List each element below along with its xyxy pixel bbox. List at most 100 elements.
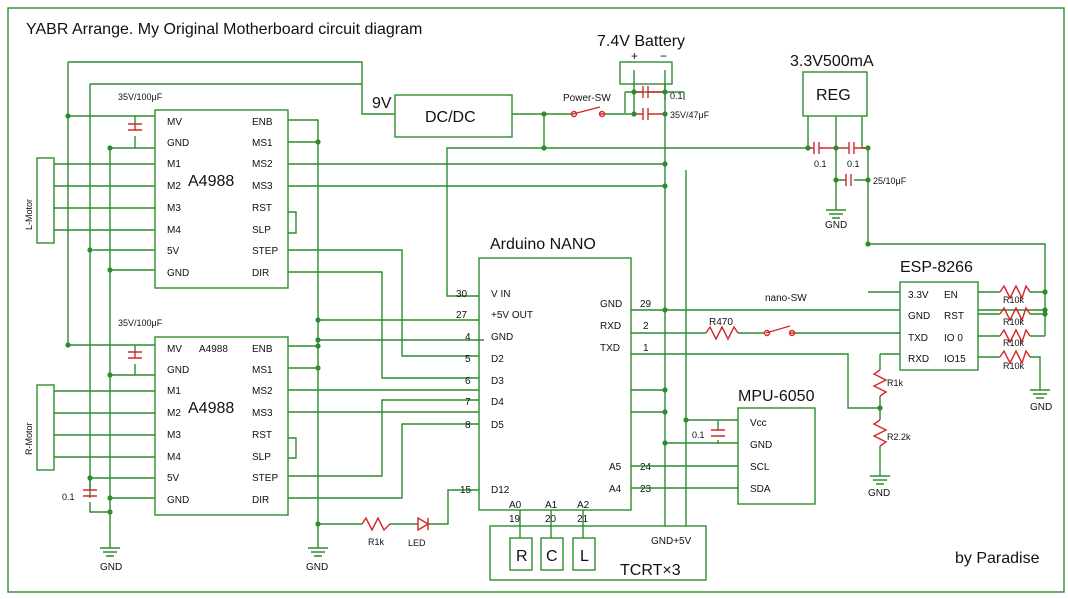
db-pin-m1: M1 bbox=[167, 386, 181, 397]
tcrt-c-cell bbox=[540, 537, 564, 571]
nano-pin30: 30 bbox=[456, 289, 468, 300]
battery-cap-small: 0.1 bbox=[670, 91, 683, 101]
nano-a0: A0 bbox=[509, 500, 522, 511]
tcrt-r: R bbox=[516, 548, 528, 565]
db-pin-gnd2: GND bbox=[167, 495, 189, 506]
db-cap-bottom: 0.1 bbox=[62, 492, 75, 502]
dt-pin-m1: M1 bbox=[167, 159, 181, 170]
reg-cap2-icon bbox=[836, 142, 868, 154]
esp-r4: R10k bbox=[1003, 361, 1025, 371]
gnd-left-icon bbox=[100, 520, 120, 557]
esp-io0: IO 0 bbox=[944, 333, 963, 344]
nano-pin5: 5 bbox=[465, 354, 471, 365]
esp-r4-icon bbox=[999, 349, 1031, 365]
db-pin-5v: 5V bbox=[167, 473, 180, 484]
driver-bottom bbox=[154, 336, 289, 516]
tcrt-l: L bbox=[580, 548, 589, 565]
esp-box bbox=[899, 281, 979, 371]
nano-d3: D3 bbox=[491, 376, 504, 387]
dt-pin-gnd: GND bbox=[167, 138, 189, 149]
db-pin-ms3: MS3 bbox=[252, 408, 273, 419]
diagram-title: YABR Arrange. My Original Motherboard ci… bbox=[26, 21, 422, 38]
nano-rxd: RXD bbox=[600, 321, 621, 332]
esp-r2: R10k bbox=[1003, 317, 1025, 327]
reg-cap1-icon bbox=[808, 142, 836, 154]
esp-gnd: GND bbox=[908, 311, 930, 322]
tcrt-r-cell bbox=[509, 537, 533, 571]
reg-cap3-icon bbox=[845, 174, 852, 186]
nano-pin23: 23 bbox=[640, 484, 652, 495]
db-pin-gnd: GND bbox=[167, 365, 189, 376]
nano-txd: TXD bbox=[600, 343, 620, 354]
reg-gnd: GND bbox=[825, 220, 847, 231]
mpu-cap: 0.1 bbox=[692, 430, 705, 440]
reg-title: 3.3V500mA bbox=[790, 53, 874, 70]
battery-cap-big: 35V/47μF bbox=[670, 110, 710, 120]
nano-a1: A1 bbox=[545, 500, 558, 511]
dt-pin-mv: MV bbox=[167, 117, 182, 128]
battery-minus: − bbox=[660, 49, 667, 63]
mpu-sda: SDA bbox=[750, 484, 771, 495]
dcdc-label: DC/DC bbox=[425, 109, 476, 126]
esp-r2-icon bbox=[999, 306, 1031, 322]
driver-bottom-small-label: A4988 bbox=[199, 344, 228, 355]
esp-r1: R10k bbox=[1003, 295, 1025, 305]
nano-gnd-r: GND bbox=[600, 299, 622, 310]
dt-pin-dir: DIR bbox=[252, 268, 269, 279]
dt-pin-slp: SLP bbox=[252, 225, 271, 236]
nano-pin7: 7 bbox=[465, 397, 471, 408]
esp-r22k: R2.2k bbox=[887, 432, 911, 442]
battery-label: 7.4V Battery bbox=[597, 33, 685, 50]
dt-pin-enb: ENB bbox=[252, 117, 273, 128]
driver-top-cap: 35V/100μF bbox=[118, 92, 163, 102]
esp-div-gnd-icon bbox=[870, 475, 890, 485]
esp-r3: R10k bbox=[1003, 338, 1025, 348]
nano-pin29: 29 bbox=[640, 299, 652, 310]
db-pin-rst: RST bbox=[252, 430, 272, 441]
db-pin-ms2: MS2 bbox=[252, 386, 273, 397]
l-motor-label: L-Motor bbox=[24, 199, 34, 230]
esp-r1-icon bbox=[999, 284, 1031, 300]
tcrt-c: C bbox=[546, 548, 558, 565]
db-pin-ms1: MS1 bbox=[252, 365, 273, 376]
esp-rxd: RXD bbox=[908, 354, 929, 365]
nano-d4: D4 bbox=[491, 397, 504, 408]
nano-pin4: 4 bbox=[465, 332, 471, 343]
nano-pin19: 19 bbox=[509, 514, 521, 525]
nano-label: Arduino NANO bbox=[490, 236, 596, 253]
nano-pin27: 27 bbox=[456, 310, 468, 321]
junction-dots bbox=[65, 89, 1048, 527]
nano-pin15: 15 bbox=[460, 485, 472, 496]
esp-gnd-label: GND bbox=[1030, 402, 1052, 413]
nano-a4: A4 bbox=[609, 484, 622, 495]
db-cap-icon bbox=[128, 351, 142, 359]
nano-a5: A5 bbox=[609, 462, 622, 473]
dt-pin-m2: M2 bbox=[167, 181, 181, 192]
nano-pin24: 24 bbox=[640, 462, 652, 473]
esp-label: ESP-8266 bbox=[900, 259, 973, 276]
nano-pin6: 6 bbox=[465, 376, 471, 387]
esp-div-gnd-label: GND bbox=[868, 488, 890, 499]
dt-pin-ms2: MS2 bbox=[252, 159, 273, 170]
r470-icon bbox=[705, 325, 739, 341]
led-resistor-icon bbox=[361, 516, 391, 532]
credit: by Paradise bbox=[955, 550, 1040, 567]
esp-r1k: R1k bbox=[887, 378, 904, 388]
dcdc-input-label: 9V bbox=[372, 95, 392, 112]
db-pin-dir: DIR bbox=[252, 495, 269, 506]
battery-box bbox=[619, 61, 673, 85]
nano-sw-label: nano-SW bbox=[765, 293, 807, 304]
nano-box bbox=[478, 257, 632, 511]
tcrt-power: GND+5V bbox=[651, 536, 692, 547]
reg-label: REG bbox=[816, 87, 851, 104]
led-icon bbox=[417, 516, 430, 532]
esp-3v3: 3.3V bbox=[908, 290, 929, 301]
mpu-cap-icon bbox=[711, 429, 725, 437]
mpu-scl: SCL bbox=[750, 462, 770, 473]
led-label: LED bbox=[408, 538, 426, 548]
reg-cap1: 0.1 bbox=[814, 159, 827, 169]
esp-en: EN bbox=[944, 290, 958, 301]
dcdc-box bbox=[394, 94, 513, 138]
db-pin-mv: MV bbox=[167, 344, 182, 355]
